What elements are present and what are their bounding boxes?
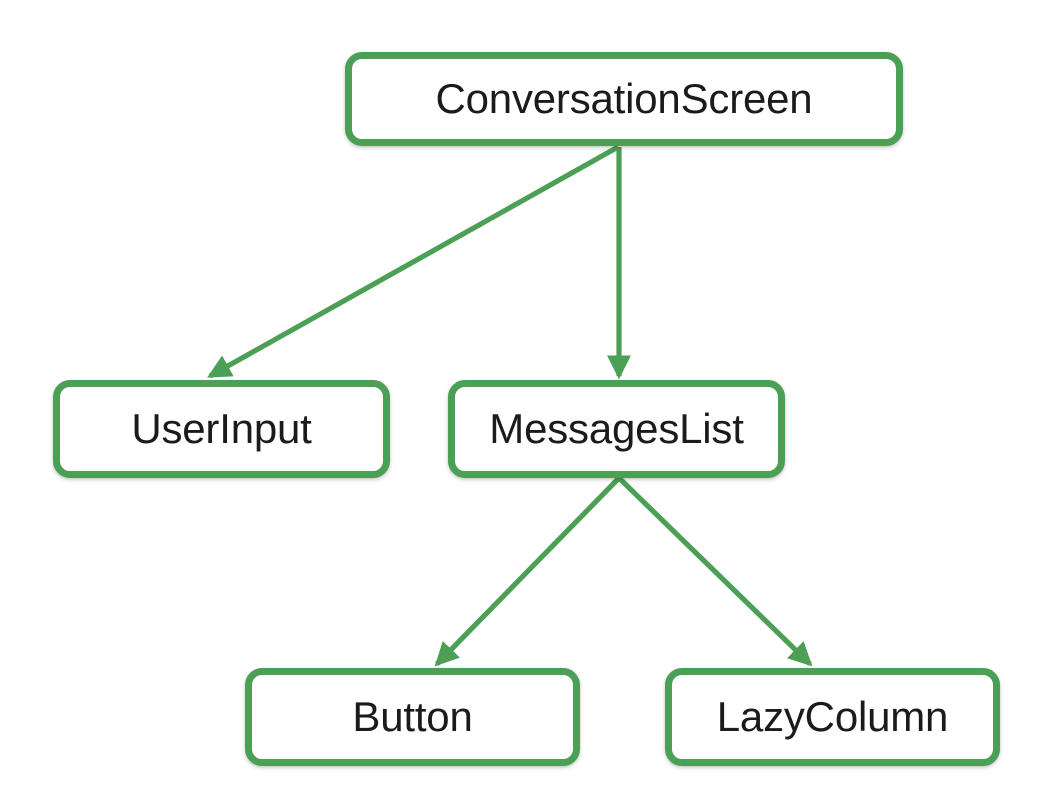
- node-userinput[interactable]: UserInput: [53, 380, 390, 478]
- node-lazycolumn[interactable]: LazyColumn: [665, 668, 1000, 766]
- node-label-button: Button: [352, 693, 473, 740]
- edge-messageslist-lazycolumn: [617, 476, 813, 667]
- node-button[interactable]: Button: [245, 668, 580, 766]
- node-label-messageslist: MessagesList: [489, 405, 744, 452]
- edge-messageslist-button: [434, 476, 621, 667]
- node-messageslist[interactable]: MessagesList: [448, 380, 785, 478]
- node-label-lazycolumn: LazyColumn: [716, 693, 949, 740]
- edge-conversationscreen-userinput: [207, 144, 620, 379]
- node-label-conversationscreen: ConversationScreen: [435, 75, 813, 122]
- node-label-userinput: UserInput: [131, 405, 312, 452]
- node-conversationscreen[interactable]: ConversationScreen: [345, 52, 903, 146]
